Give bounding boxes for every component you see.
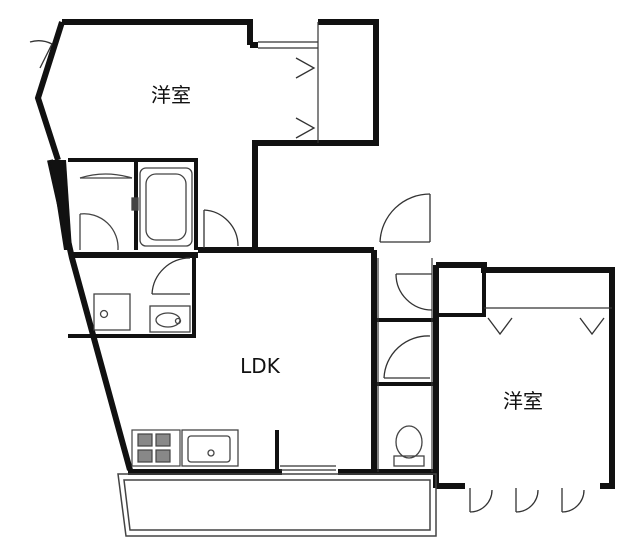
room-label-western-east: 洋室: [503, 389, 543, 413]
exterior-walls: [34, 19, 615, 489]
thin-lines: [258, 22, 612, 472]
washing-machine-icon: [93, 293, 131, 331]
door-swing-icon: [29, 40, 53, 69]
doors: [29, 40, 605, 513]
door-swing-icon: [383, 335, 431, 379]
door-swing-icon: [395, 273, 433, 311]
sink-icon: [181, 429, 239, 467]
closet-door-icon: [487, 317, 605, 336]
toilet-icon: [393, 425, 425, 467]
room-label-ldk: LDK: [240, 354, 281, 378]
stove-icon: [131, 429, 181, 467]
wall-infill: [50, 160, 72, 250]
interior-walls: [68, 158, 486, 470]
sink-icon: [149, 305, 191, 333]
room-label-western-north: 洋室: [151, 83, 191, 107]
balcony-icon: [117, 473, 437, 537]
window-icon: [469, 488, 585, 513]
bathtub-icon: [79, 167, 193, 251]
door-swing-icon: [203, 209, 239, 248]
closet-door-icon: [295, 57, 316, 139]
door-swing-icon: [379, 193, 431, 243]
door-swing-icon: [151, 257, 191, 295]
